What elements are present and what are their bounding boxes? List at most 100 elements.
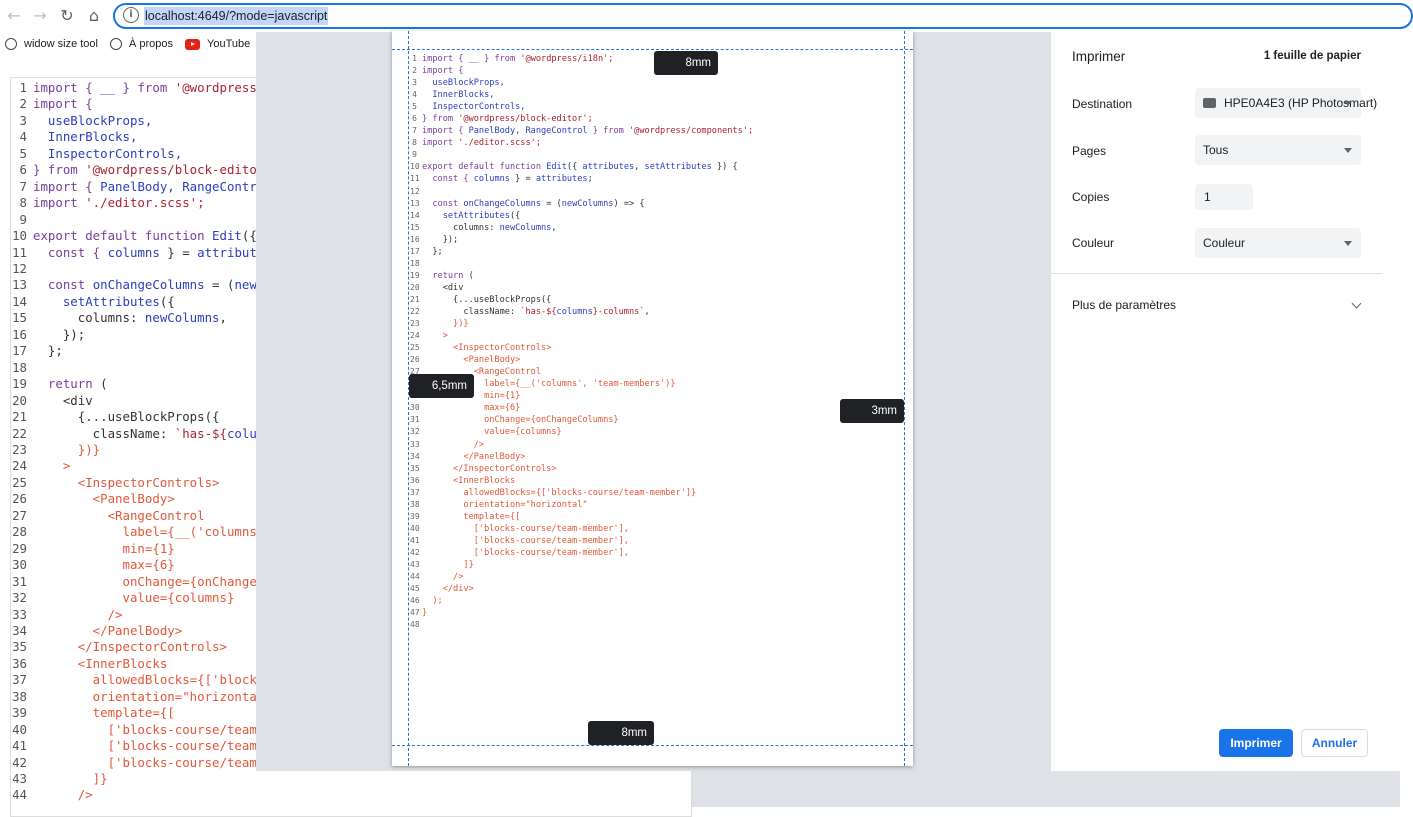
code-line: 45 </div> — [410, 583, 753, 595]
code-line: 17 }; — [410, 246, 753, 258]
code-token: '@wordpress/block-editor'; — [458, 114, 593, 125]
code-token: return — [422, 270, 469, 281]
code-token: } = — [509, 174, 536, 185]
address-bar[interactable]: i localhost:4649/?mode=javascript — [113, 3, 1413, 29]
code-line: 15 columns: newColumns, — [410, 222, 753, 234]
line-number: 41 — [410, 535, 420, 545]
more-settings-toggle[interactable]: Plus de paramètres — [1072, 298, 1177, 312]
code-line: 37 allowedBlocks={['blocks-course/team-m… — [410, 487, 753, 499]
url-text[interactable]: localhost:4649/?mode=javascript — [144, 7, 329, 25]
print-button[interactable]: Imprimer — [1219, 729, 1293, 757]
code-token: import { — [33, 96, 93, 112]
code-line: 24 > — [410, 330, 753, 342]
line-number: 37 — [410, 487, 420, 497]
code-line: 33 /> — [410, 439, 753, 451]
code-token: , — [551, 222, 557, 233]
code-token: value={columns} — [422, 427, 562, 438]
margin-guide-right[interactable] — [904, 31, 905, 766]
line-number: 5 — [19, 145, 27, 161]
code-line: 43 ]} — [410, 559, 753, 571]
line-number: 21 — [410, 294, 420, 304]
line-number: 14 — [12, 293, 27, 309]
bookmark-a-propos[interactable]: À propos — [110, 36, 173, 52]
line-number: 23 — [12, 441, 27, 457]
code-token: columns — [556, 306, 593, 317]
code-token: __ — [468, 54, 479, 64]
reload-icon[interactable]: ↻ — [60, 6, 74, 25]
code-token: InnerBlocks, — [33, 129, 138, 145]
line-number: 2 — [19, 96, 27, 112]
line-number: 43 — [410, 559, 420, 569]
destination-select[interactable]: HPE0A4E3 (HP Photosmart) — [1195, 88, 1377, 118]
code-token: Edit — [212, 228, 242, 244]
code-token: }; — [422, 246, 443, 257]
code-line: 24 > — [11, 458, 510, 474]
code-line: 21 {...useBlockProps({ — [410, 294, 753, 306]
line-number: 13 — [12, 277, 27, 293]
code-token: const { — [33, 244, 108, 260]
code-line: 6} from '@wordpress/block-editor'; — [11, 162, 510, 178]
code-line: 32 value={columns} — [11, 590, 510, 606]
line-number: 23 — [410, 319, 420, 329]
bookmark-widow-size-tool[interactable]: widow size tool — [5, 36, 98, 52]
code-token: {...useBlockProps({ — [422, 294, 552, 305]
line-number: 46 — [410, 596, 420, 606]
code-token: columns: — [33, 310, 145, 326]
margin-guide-left[interactable] — [408, 31, 409, 766]
line-number: 34 — [410, 451, 420, 461]
line-number: 29 — [12, 540, 27, 556]
line-number: 9 — [19, 211, 27, 227]
code-token: max={6} — [33, 557, 175, 573]
bookmark-label: À propos — [129, 38, 174, 50]
cancel-button[interactable]: Annuler — [1301, 729, 1368, 757]
line-number: 39 — [410, 511, 420, 521]
line-number: 20 — [410, 282, 420, 292]
back-arrow-icon[interactable]: ← — [7, 6, 21, 25]
line-number: 3 — [412, 78, 417, 88]
margin-guide-bottom[interactable] — [392, 745, 913, 746]
code-token: <InspectorControls> — [422, 343, 552, 354]
code-token: onChange={onChangeColumns} — [422, 415, 619, 426]
code-line: 27 <RangeControl — [410, 366, 753, 378]
code-token: , — [644, 306, 650, 317]
margin-left-label: 6,5mm — [409, 374, 474, 398]
code-token: }) { — [711, 162, 738, 173]
forward-arrow-icon[interactable]: → — [33, 6, 47, 25]
code-line: 12 — [11, 261, 510, 277]
code-token: <PanelBody> — [33, 491, 175, 507]
code-line: 39 template={[ — [11, 705, 510, 721]
color-select[interactable]: Couleur — [1195, 228, 1361, 258]
code-line: 41 ['blocks-course/team-member'], — [410, 535, 753, 547]
code-token: }); — [33, 326, 86, 342]
code-token: PanelBody, RangeControl — [100, 178, 272, 194]
site-info-icon[interactable]: i — [123, 7, 139, 23]
code-line: 14 setAttributes({ — [410, 210, 753, 222]
code-line: 3 useBlockProps, — [11, 113, 510, 129]
home-icon[interactable]: ⌂ — [88, 6, 100, 25]
code-line: 3 useBlockProps, — [410, 77, 753, 89]
pages-select[interactable]: Tous — [1195, 135, 1361, 165]
chevron-down-icon[interactable] — [1351, 298, 1362, 309]
code-token: /> — [422, 439, 485, 450]
pages-value: Tous — [1203, 143, 1229, 157]
code-line: 26 <PanelBody> — [11, 491, 510, 507]
code-token: import { — [33, 178, 101, 194]
code-line: 36 <InnerBlocks — [410, 475, 753, 487]
bookmark-youtube[interactable]: YouTube — [185, 36, 250, 52]
code-token: ({ — [159, 293, 175, 309]
margin-guide-top[interactable] — [392, 49, 913, 50]
code-token: attributes — [582, 162, 635, 173]
code-token: } from — [33, 162, 86, 178]
line-number: 9 — [412, 150, 417, 160]
code-token: > — [33, 458, 71, 474]
code-token: }-columns` — [592, 306, 645, 317]
line-number: 12 — [12, 260, 27, 276]
line-number: 28 — [12, 524, 27, 540]
code-token: > — [422, 331, 448, 342]
code-line: 23 })} — [410, 318, 753, 330]
line-number: 25 — [410, 343, 420, 353]
line-number: 11 — [12, 244, 27, 260]
copies-input[interactable]: 1 — [1195, 184, 1253, 210]
